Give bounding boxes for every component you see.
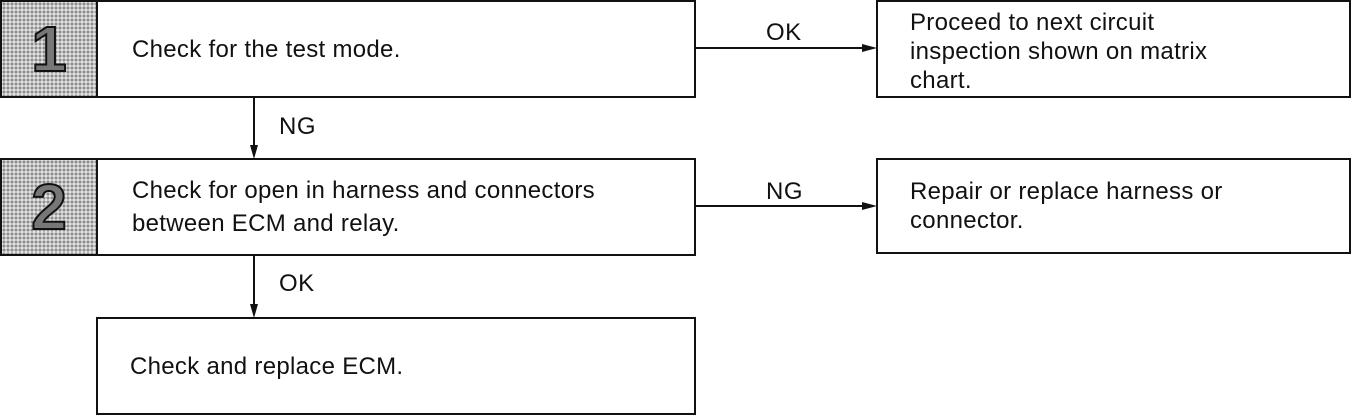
step-1-ok-result-label: Proceed to next circuit inspection shown… (910, 2, 1339, 96)
step-2-text: Check for open in harness and connectors… (132, 177, 595, 237)
step-1-ok-result-box: Proceed to next circuit inspection shown… (876, 0, 1351, 98)
step-1-number: 1 (30, 13, 68, 85)
step-2-label: Check for open in harness and connectors… (132, 160, 684, 254)
step-1-text: Check for the test mode. (132, 35, 401, 63)
final-action-label: Check and replace ECM. (130, 319, 684, 413)
step1-ok-arrowhead (862, 44, 877, 52)
step1-ng-arrowhead (250, 145, 258, 159)
step-2-number: 2 (30, 171, 68, 243)
step-2-number-badge: 2 (2, 160, 98, 254)
final-action-box: Check and replace ECM. (96, 317, 696, 415)
step2-ng-arrowhead (862, 202, 877, 210)
step-1-ng-connector-label: NG (279, 113, 316, 140)
step-1-ok-connector-label: OK (766, 19, 802, 46)
step-2-ng-result-text: Repair or replace harness or connector. (910, 178, 1223, 234)
step2-ok-arrowhead (250, 304, 258, 318)
step-2-ng-result-box: Repair or replace harness or connector. (876, 158, 1351, 254)
step-2-ng-connector-label: NG (766, 178, 803, 205)
final-action-text: Check and replace ECM. (130, 352, 404, 380)
step-1-ok-result-text: Proceed to next circuit inspection shown… (910, 9, 1208, 94)
step-1-number-badge: 1 (2, 2, 98, 96)
step-1-box: 1 Check for the test mode. (0, 0, 696, 98)
step-1-label: Check for the test mode. (132, 2, 684, 96)
step-2-box: 2 Check for open in harness and connecto… (0, 158, 696, 256)
step-2-ok-connector-label: OK (279, 270, 315, 297)
step-2-ng-result-label: Repair or replace harness or connector. (910, 160, 1339, 252)
